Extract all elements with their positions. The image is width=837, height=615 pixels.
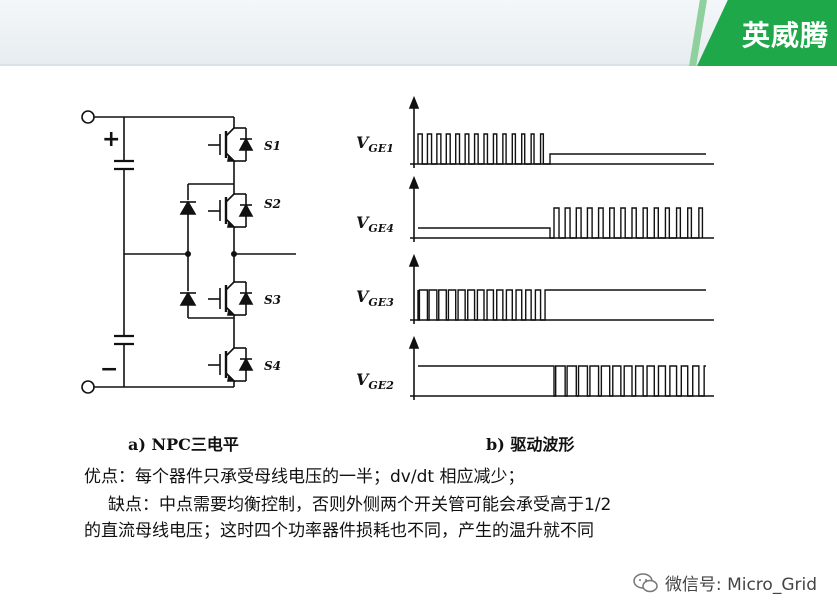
waveform-label-vge4: VGE4 bbox=[356, 213, 394, 235]
switch-label-s3: S3 bbox=[264, 293, 281, 307]
dc-minus-label: − bbox=[100, 357, 118, 382]
switch-label-s4: S4 bbox=[264, 359, 281, 373]
igbt-switch-s3 bbox=[208, 254, 254, 340]
npc-circuit: + − S1 S2 S3 S4 bbox=[81, 110, 296, 394]
wechat-id-text: 微信号: Micro_Grid bbox=[664, 575, 817, 595]
igbt-switch-s1 bbox=[208, 117, 254, 184]
waveform-axis-vge2 bbox=[408, 335, 714, 400]
footer-watermark: 微信号: Micro_Grid bbox=[633, 570, 817, 595]
waveform-trace-vge2 bbox=[418, 365, 706, 397]
waveform-trace-vge3 bbox=[417, 289, 706, 321]
wechat-icon bbox=[633, 572, 658, 592]
waveform-axis-vge4 bbox=[408, 175, 714, 242]
drive-waveforms: VGE1 VGE4 VGE3 VGE2 bbox=[356, 95, 714, 400]
advantage-note: 优点：每个器件只承受母线电压的一半；dv/dt 相应减少； bbox=[84, 467, 525, 487]
caption-drive-waveforms: b) 驱动波形 bbox=[486, 435, 575, 454]
disadvantage-note-cont: 的直流母线电压；这时四个功率器件损耗也不同，产生的温升就不同 bbox=[84, 521, 594, 541]
waveform-label-vge1: VGE1 bbox=[356, 133, 394, 155]
waveform-trace-vge4 bbox=[418, 207, 704, 239]
header-divider bbox=[0, 64, 837, 66]
clamp-diode-2 bbox=[179, 291, 197, 306]
igbt-switch-s2 bbox=[208, 184, 254, 254]
npc-diagram: + − S1 S2 S3 S4 VGE1 VGE4 VGE3 VGE2 bbox=[81, 95, 714, 400]
figure-panel: + − S1 S2 S3 S4 VGE1 VGE4 VGE3 VGE2 a) N… bbox=[38, 86, 770, 544]
dc-plus-terminal bbox=[81, 110, 95, 124]
waveform-trace-vge1 bbox=[417, 133, 706, 165]
brand-logo: 英威腾 bbox=[741, 19, 829, 52]
dc-minus-terminal bbox=[81, 380, 95, 394]
dc-plus-label: + bbox=[102, 127, 120, 152]
clamp-diode-1 bbox=[179, 200, 197, 215]
waveform-label-vge3: VGE3 bbox=[356, 287, 394, 309]
caption-npc-circuit: a) NPC三电平 bbox=[128, 435, 239, 454]
waveform-axis-vge3 bbox=[408, 253, 714, 324]
igbt-switch-s4 bbox=[208, 340, 254, 387]
switch-label-s1: S1 bbox=[264, 139, 281, 153]
waveform-label-vge2: VGE2 bbox=[356, 370, 394, 392]
disadvantage-note: 缺点：中点需要均衡控制，否则外侧两个开关管可能会承受高于1/2 bbox=[108, 495, 612, 515]
switch-label-s2: S2 bbox=[264, 197, 281, 211]
